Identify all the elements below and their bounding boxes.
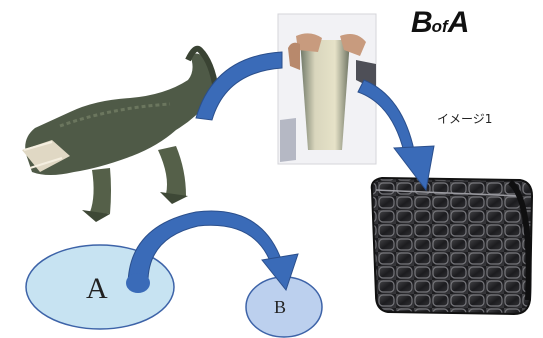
image-caption: イメージ1 (437, 110, 492, 127)
node-a-label: A (86, 272, 108, 306)
brand-middle: of (432, 17, 448, 36)
node-b-label: B (274, 297, 286, 318)
brand-suffix: A (448, 6, 469, 39)
wallet-image (372, 178, 532, 314)
crocodile-image (22, 49, 216, 222)
brand-prefix: B (411, 6, 432, 39)
brand-logo: BofA (411, 6, 468, 40)
